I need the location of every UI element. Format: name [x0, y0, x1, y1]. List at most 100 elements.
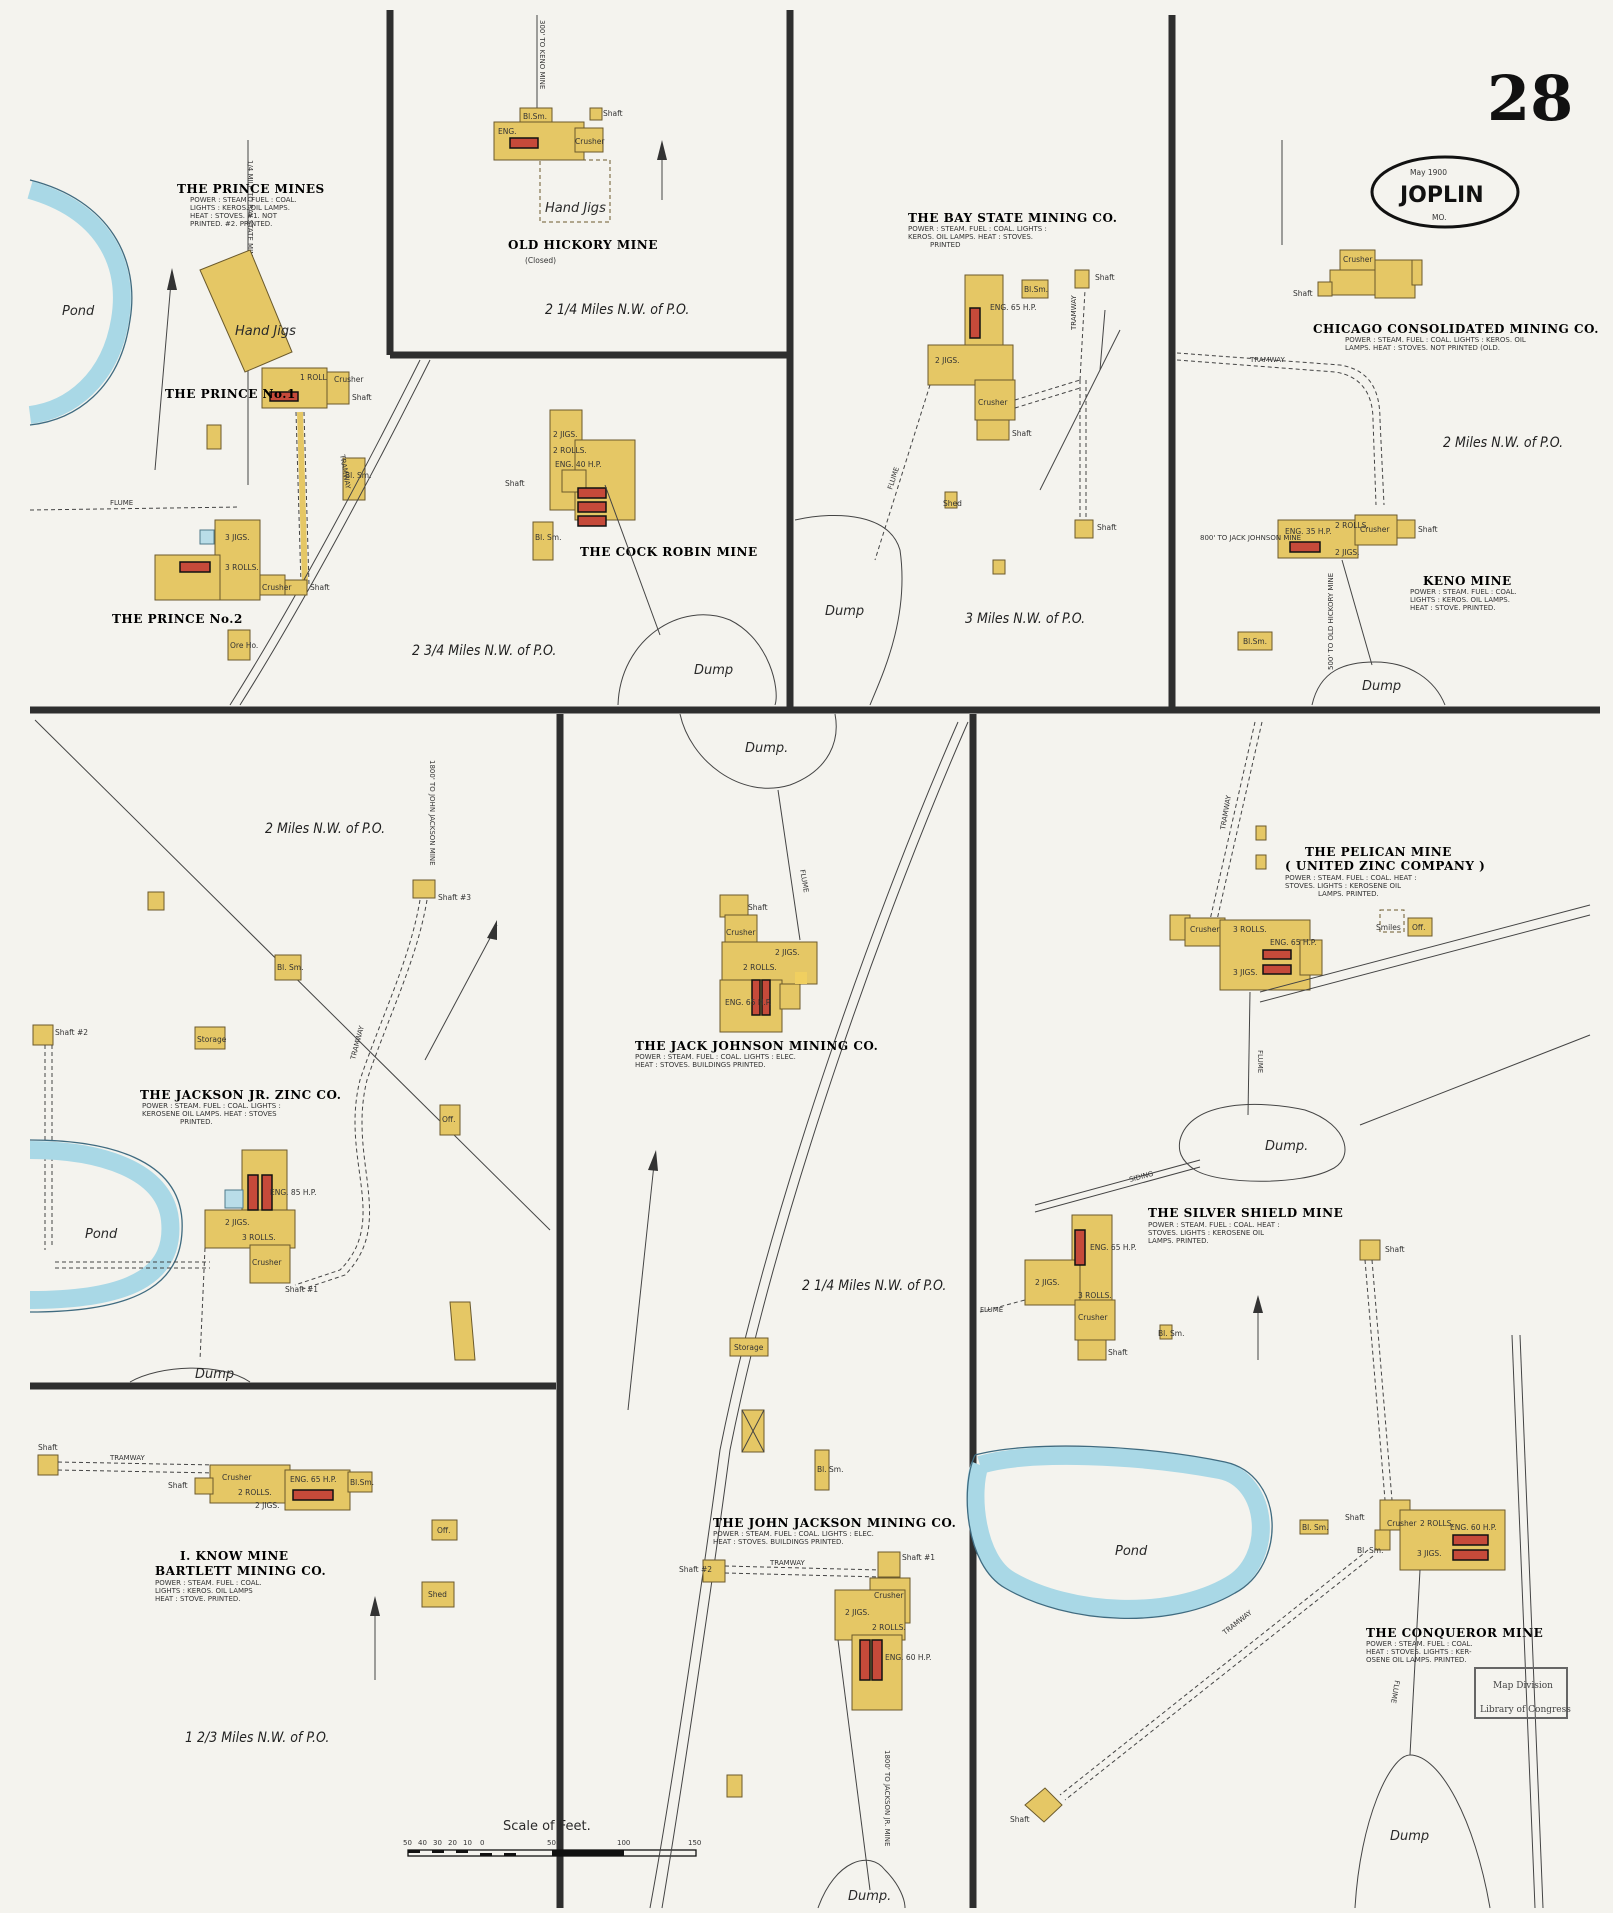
label-bl-sm: Bl. Sm. — [1158, 1329, 1184, 1338]
label-crusher: Crusher — [334, 375, 364, 384]
flume-label: FLUME — [798, 869, 810, 893]
jackson-mill — [204, 1209, 296, 1249]
label-shaft: Shaft — [505, 479, 525, 488]
label-eng: ENG. 65 H.P. — [725, 998, 772, 1007]
library-stamp: Map Division Library of Congress — [1474, 1667, 1571, 1719]
water-tank — [224, 1189, 244, 1209]
pond-water — [29, 1141, 180, 1309]
label-eng: ENG. 35 H.P. — [1285, 527, 1332, 536]
panel-jackson-jr: 2 Miles N.W. of P.O. 1800' TO JOHN JACKS… — [29, 719, 551, 1383]
bl-sm-building — [274, 954, 302, 981]
hickory-crusher — [574, 127, 604, 153]
label-crusher: Crusher — [1078, 1313, 1108, 1322]
shed — [944, 491, 958, 509]
label-jigs: 2 JIGS. — [255, 1501, 280, 1510]
jackson-note-line: PRINTED. — [180, 1118, 213, 1126]
label-shaft: Shaft — [310, 583, 330, 592]
city-name: JOPLIN — [1398, 183, 1484, 208]
dump-label: Dump. — [1265, 1139, 1308, 1154]
label-bl-sm: Bl. Sm. — [1357, 1546, 1383, 1555]
tramway-label: TRAMWAY — [109, 1454, 145, 1462]
tramway-label: TRAMWAY — [769, 1559, 805, 1567]
hand-jigs-building — [199, 249, 293, 373]
panel-old-hickory: 300' TO KENO MINE Bl.Sm. ENG. Crusher Sh… — [493, 15, 689, 318]
dump-label: Dump. — [745, 741, 788, 756]
shed-small — [726, 1774, 743, 1798]
dump-outline — [1311, 661, 1446, 706]
panel-pelican-conqueror: TRAMWAY THE PELICAN MINE ( UNITED ZINC C… — [966, 721, 1591, 1909]
water-tank — [199, 529, 215, 545]
pond-label: Pond — [85, 1227, 118, 1242]
label-jigs: 2 JIGS. — [225, 1218, 250, 1227]
label-shaft: Shaft #3 — [438, 893, 471, 902]
label-eng: ENG. 65 H.P. — [1270, 938, 1317, 947]
label-shaft: Shaft — [1418, 525, 1438, 534]
sheet-number: 28 — [1487, 62, 1573, 135]
label-rolls: 3 ROLLS. — [1233, 925, 1267, 934]
jj-title: THE JACK JOHNSON MINING CO. — [635, 1039, 878, 1053]
label-rolls: 3 ROLLS. — [1078, 1291, 1112, 1300]
pond-label: Pond — [1115, 1544, 1148, 1559]
dump-outline — [817, 1859, 906, 1909]
scale-tick: 150 — [688, 1839, 701, 1847]
iknow-title: I. KNOW MINE — [180, 1549, 289, 1563]
label-rolls: 1 ROLL — [300, 373, 327, 382]
label-office: Off. — [1412, 923, 1425, 932]
hickory-distance: 2 1/4 Miles N.W. of P.O. — [545, 302, 689, 318]
conqueror-note-line: OSENE OIL LAMPS. PRINTED. — [1366, 1656, 1467, 1664]
dump-outline — [617, 614, 777, 706]
label-shed: Shed — [943, 499, 962, 508]
label-rolls: 2 ROLLS. — [1335, 521, 1369, 530]
prince-no1-crusher — [326, 371, 350, 405]
label-storage: Storage — [734, 1343, 764, 1352]
label-shaft: Shaft — [1293, 289, 1313, 298]
storage-building — [729, 1337, 769, 1357]
panel-chicago-keno: Crusher Shaft CHICAGO CONSOLIDATED MININ… — [1176, 249, 1598, 706]
label-office: Off. — [437, 1526, 450, 1535]
iknow-distance: 1 2/3 Miles N.W. of P.O. — [185, 1730, 329, 1746]
label-shaft: Shaft #2 — [679, 1565, 712, 1574]
pelican-title: THE PELICAN MINE — [1305, 845, 1452, 859]
dump-outline — [1354, 1754, 1491, 1909]
label-bl-sm: Bl. Sm. — [277, 963, 303, 972]
panel-borders — [30, 10, 1600, 1908]
label-shaft: Shaft — [1097, 523, 1117, 532]
label-shaft: Shaft #1 — [285, 1285, 318, 1294]
label-crusher: Crusher — [262, 583, 292, 592]
jj-distance: 2 1/4 Miles N.W. of P.O. — [802, 1278, 946, 1294]
bl-sm-building — [1299, 1519, 1329, 1535]
keno-note-line: LIGHTS : KEROS. OIL LAMPS. — [1410, 596, 1510, 604]
scale-tick: 20 — [448, 1839, 457, 1847]
label-rolls: 2 ROLLS. — [553, 446, 587, 455]
label-jigs: 2 JIGS. — [1035, 1278, 1060, 1287]
label-rolls: 2 ROLLS. — [1420, 1519, 1454, 1528]
prince-note-line: HEAT : STOVES. #1. NOT — [190, 212, 278, 220]
label-shed: Shed — [428, 1590, 447, 1599]
jackson-crusher — [249, 1244, 291, 1284]
panel-bay-state: THE BAY STATE MINING CO. POWER : STEAM. … — [794, 140, 1283, 706]
label-jigs: 2 JIGS. — [775, 948, 800, 957]
baystate-note-line: PRINTED — [930, 241, 960, 249]
label-rolls: 2 ROLLS. — [872, 1623, 906, 1632]
road-note: 1/4 MILE TO BAY STATE MINE — [246, 160, 254, 261]
baystate-note-line: POWER : STEAM. FUEL : COAL. LIGHTS : — [908, 225, 1047, 233]
scale-bar: Scale of Feet. 50 40 30 20 10 0 50 100 1… — [403, 1819, 701, 1857]
label-crusher: Crusher — [1190, 925, 1220, 934]
iknow-company: BARTLETT MINING CO. — [155, 1564, 326, 1578]
label-eng: ENG. 85 H.P. — [270, 1188, 317, 1197]
jj-crusher — [724, 914, 758, 944]
robin-title: THE COCK ROBIN MINE — [580, 545, 758, 559]
label-rolls: 3 ROLLS. — [225, 563, 259, 572]
robin-distance: 2 3/4 Miles N.W. of P.O. — [412, 643, 556, 659]
pelican-note-line: POWER : STEAM. FUEL : COAL. HEAT : — [1285, 874, 1417, 882]
label-office: Off. — [442, 1115, 455, 1124]
stamp-line: Map Division — [1493, 1681, 1553, 1691]
label-shaft: Shaft — [352, 393, 372, 402]
dump-label: Dump. — [848, 1889, 891, 1904]
scale-tick: 10 — [463, 1839, 472, 1847]
silvershield-note-line: LAMPS. PRINTED. — [1148, 1237, 1209, 1245]
jj-note-line: HEAT : STOVES. BUILDINGS PRINTED. — [635, 1061, 766, 1069]
panel-prince-mines: Pond 1/4 MILE TO BAY STATE MINE THE PRIN… — [27, 140, 431, 706]
label-shaft: Shaft #1 — [902, 1553, 935, 1562]
